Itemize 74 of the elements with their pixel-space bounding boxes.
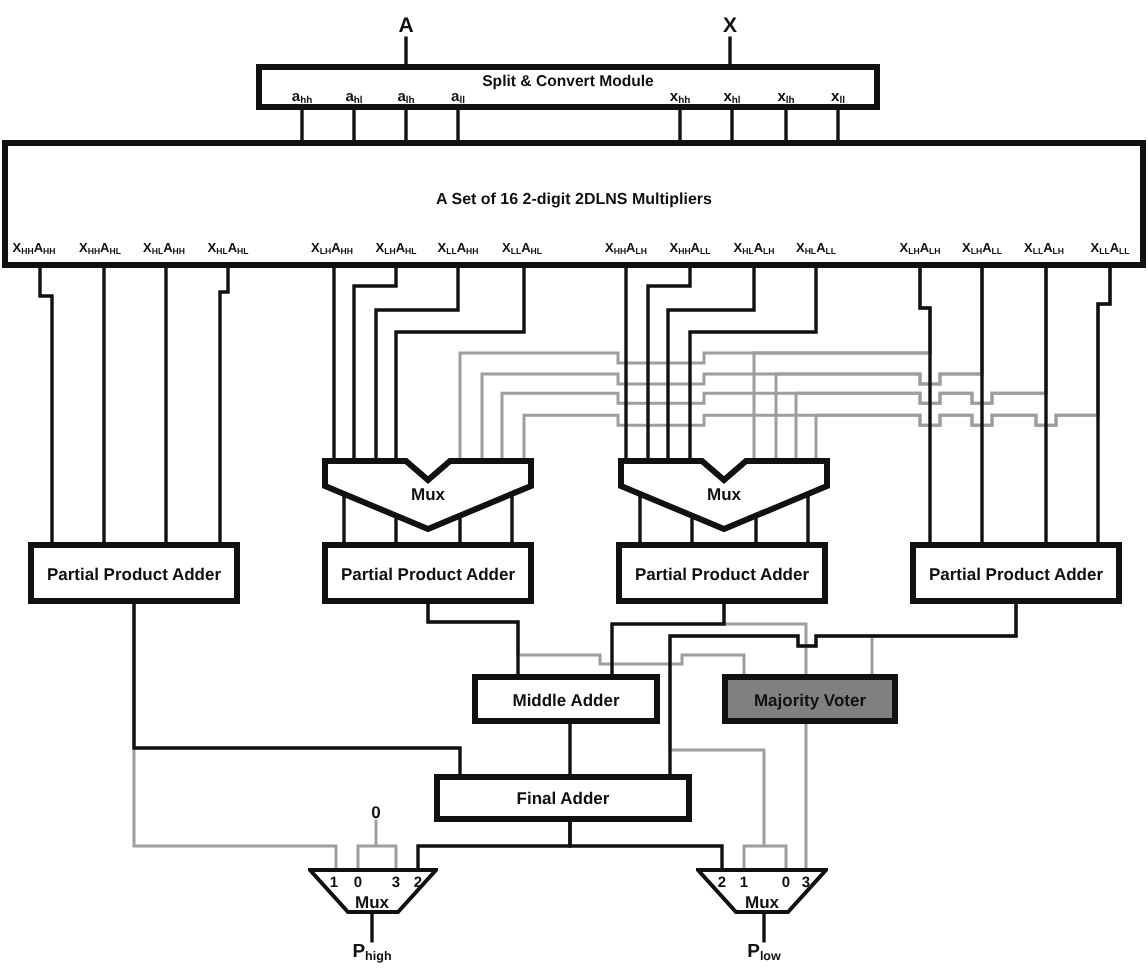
wire <box>370 914 374 943</box>
wire <box>1044 268 1048 542</box>
wire <box>426 604 520 674</box>
wire <box>666 268 756 458</box>
wire <box>356 818 398 870</box>
mux-label: Mux <box>707 485 741 503</box>
wire <box>38 268 54 542</box>
adder-box <box>472 674 660 724</box>
multiplier-array-box <box>2 140 1146 268</box>
wire <box>456 110 460 140</box>
mux-symbol <box>308 868 438 914</box>
adder-box <box>322 542 534 604</box>
wire <box>646 268 692 458</box>
wire <box>332 268 336 458</box>
adder-box <box>616 542 828 604</box>
wire <box>804 724 808 868</box>
mux-label: Mux <box>745 893 779 911</box>
wire <box>624 268 628 458</box>
wire <box>1096 268 1112 542</box>
voter-box <box>722 674 898 724</box>
wire <box>510 495 514 542</box>
constant-label: 0 <box>371 802 381 820</box>
adder-label: Middle Adder <box>512 690 620 708</box>
wire <box>678 110 682 140</box>
input-label: X <box>723 15 737 37</box>
wire <box>762 914 766 943</box>
wire <box>394 518 398 542</box>
adder-box <box>910 542 1122 604</box>
adder-label: Partial Product Adder <box>46 564 222 582</box>
mux-label: Mux <box>355 893 389 911</box>
wire <box>754 518 758 542</box>
module-box <box>256 64 880 110</box>
adder-box <box>28 542 240 604</box>
wire <box>404 110 408 140</box>
wire <box>610 604 726 674</box>
wire <box>352 110 356 140</box>
output-label: P$_{high}$ <box>352 942 392 962</box>
wire <box>980 268 984 542</box>
wire <box>374 268 460 458</box>
wire <box>688 268 818 458</box>
wire <box>394 268 526 458</box>
wire <box>918 268 932 542</box>
mux-symbol <box>322 458 534 532</box>
adder-box <box>434 774 692 822</box>
wire <box>342 495 346 542</box>
wire <box>164 268 168 542</box>
adder-label: Partial Product Adder <box>928 564 1104 582</box>
voter-label: Majority Voter <box>753 690 867 708</box>
wire <box>730 110 734 140</box>
wire <box>300 110 304 140</box>
wire <box>352 268 398 458</box>
wire <box>784 110 788 140</box>
wire <box>102 268 106 542</box>
mux-label: Mux <box>411 485 445 503</box>
mux-symbol <box>618 458 830 532</box>
wire <box>728 36 732 64</box>
input-label: A <box>398 15 414 37</box>
adder-label: Final Adder <box>516 789 610 807</box>
wire <box>638 495 642 542</box>
wire <box>568 724 572 774</box>
wire <box>218 268 230 542</box>
wire <box>690 518 694 542</box>
wire <box>568 822 724 868</box>
wire <box>806 495 810 542</box>
wire <box>404 36 408 64</box>
box-title: A Set of 16 2-digit 2DLNS Multipliers <box>436 192 712 208</box>
adder-label: Partial Product Adder <box>634 564 810 582</box>
wire <box>836 110 840 140</box>
wire <box>132 604 462 774</box>
mux-symbol <box>696 868 828 914</box>
wire <box>668 604 1018 774</box>
output-label: P$_{low}$ <box>747 942 781 962</box>
wire <box>458 518 462 542</box>
adder-label: Partial Product Adder <box>340 564 516 582</box>
